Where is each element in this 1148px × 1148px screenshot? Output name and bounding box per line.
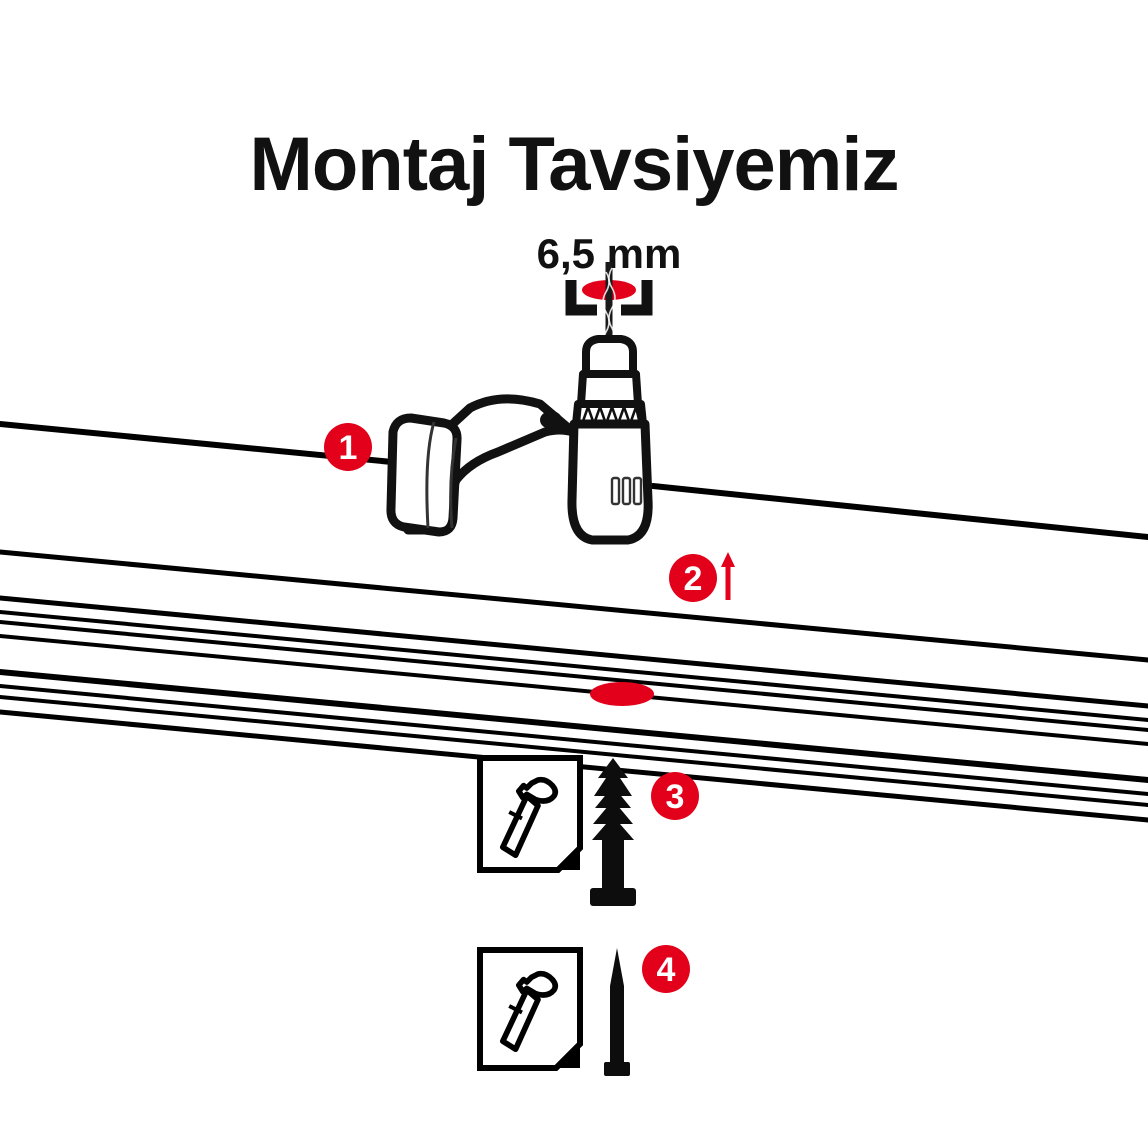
arrow-head — [721, 552, 735, 567]
drill-chuck-teeth — [580, 402, 642, 425]
page-title: Montaj Tavsiyemiz — [250, 122, 899, 207]
step-1-badge-circle — [324, 423, 372, 471]
rail-line-6 — [0, 669, 1148, 783]
drill-handle-seam — [449, 437, 458, 529]
rail-line-8 — [0, 695, 1148, 807]
step-4-badge-number: 4 — [657, 951, 676, 989]
nail-pin-part — [604, 948, 630, 1076]
step-4-badge-circle — [642, 945, 690, 993]
drill-motor-housing — [567, 419, 653, 545]
anchor-barb-1 — [594, 758, 632, 796]
hammer-box-fold-3 — [558, 848, 580, 870]
nail-shaft-and-tip — [610, 948, 624, 1068]
wall-anchor-part — [590, 758, 636, 906]
step-badge-2[interactable]: 2 — [669, 554, 717, 602]
anchor-barb-2 — [595, 786, 631, 808]
tool-box-hammer-step4 — [477, 947, 583, 1071]
rail-line-7 — [0, 684, 1148, 796]
bracket-left-corner — [565, 280, 597, 316]
nail-head — [604, 1062, 630, 1076]
hammer-grip-line — [508, 1004, 523, 1015]
rail-line-5 — [0, 634, 1148, 746]
drill-chuck-tip — [582, 335, 637, 378]
rail-line-3 — [0, 610, 1148, 722]
rail-profile — [0, 549, 1148, 823]
anchor-barb-4 — [592, 816, 634, 840]
hammer-icon — [500, 970, 559, 1053]
drill-trigger — [540, 411, 562, 429]
rail-line-4 — [0, 620, 1148, 732]
hammer-box-fold-4 — [556, 1044, 580, 1068]
hammer-handle — [500, 987, 541, 1053]
rail-line-2 — [0, 595, 1148, 709]
step-1-badge-number: 1 — [339, 429, 358, 467]
rail-top-line-right — [650, 483, 1148, 540]
step-badge-1[interactable]: 1 — [324, 423, 372, 471]
bit-flute-b — [608, 267, 616, 349]
rail-line-1 — [0, 549, 1148, 663]
dimension-bracket — [565, 280, 653, 316]
step-2-badge-number: 2 — [684, 560, 703, 598]
step-badge-3[interactable]: 3 — [651, 772, 699, 820]
bracket-right-corner — [621, 280, 653, 316]
drill-battery-pack — [386, 413, 462, 537]
anchor-barb-3 — [593, 800, 633, 824]
drill-battery-seam — [425, 421, 436, 529]
step-badge-4[interactable]: 4 — [642, 945, 690, 993]
step-2-up-arrow-icon — [721, 552, 735, 600]
step-2-badge-circle — [669, 554, 717, 602]
drill-chuck-barrel — [577, 370, 642, 408]
drill-vents — [610, 476, 643, 506]
hammer-icon — [500, 776, 559, 859]
step-3-badge-circle — [651, 772, 699, 820]
rail-hole-marker — [590, 682, 654, 706]
tool-box-hammer-step3 — [477, 755, 583, 873]
hammer-handle — [500, 793, 541, 859]
anchor-barbs — [592, 758, 634, 840]
cordless-drill — [386, 335, 653, 545]
step-3-badge-number: 3 — [666, 778, 685, 816]
hammer-grip-line — [508, 810, 523, 821]
anchor-shaft — [602, 836, 624, 898]
anchor-flange — [590, 888, 636, 906]
